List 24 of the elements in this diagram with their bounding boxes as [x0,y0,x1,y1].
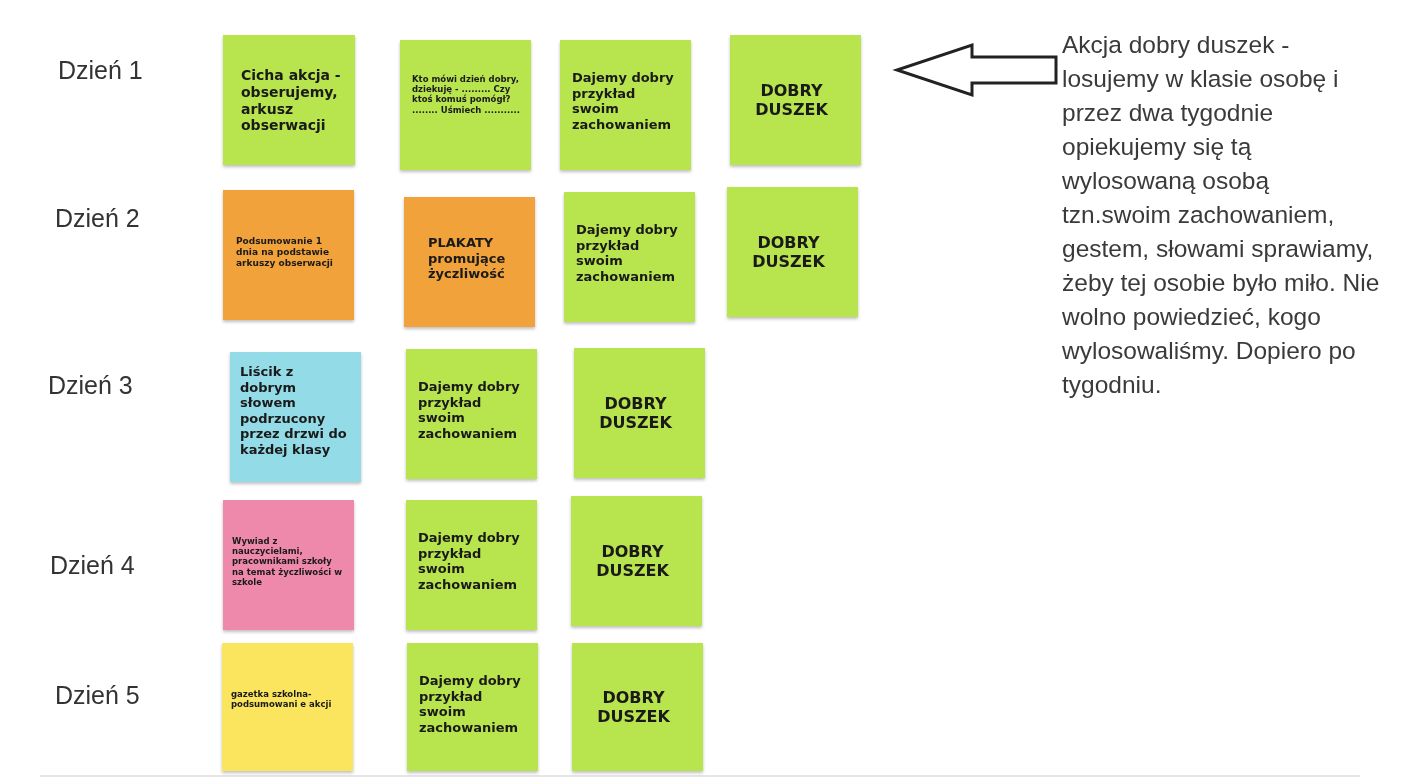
sticky-note: Dajemy dobry przykład swoim zachowaniem [407,643,538,771]
sticky-note: Dajemy dobry przykład swoim zachowaniem [564,192,695,322]
day-label: Dzień 4 [50,550,135,581]
note-text: Akcja dobry duszek - losujemy w klasie osobę i przez dwa tygodnie opiekujemy się tą wylosowaną osobą tzn.swoim zachowaniem, gestem, słowami sprawiamy, żeby tej osobie było miło. Nie wolno powiedzieć, kogo wylosowaliśmy. Dopiero po tygodniu. [1062,28,1382,402]
sticky-note: Wywiad z nauczycielami, pracownikami szkoły na temat życzliwości w szkole [223,500,354,630]
day-label: Dzień 5 [55,680,140,711]
day-label: Dzień 3 [48,370,133,401]
sticky-note: Podsumowanie 1 dnia na podstawie arkuszy obserwacji [223,190,354,320]
sticky-note: Dajemy dobry przykład swoim zachowaniem [560,40,691,170]
sticky-note: gazetka szkolna-podsumowani e akcji [222,643,353,771]
day-label: Dzień 2 [55,203,140,234]
sticky-note: DOBRY DUSZEK [574,348,705,478]
sticky-note: DOBRY DUSZEK [730,35,861,165]
sticky-note: DOBRY DUSZEK [727,187,858,317]
sticky-note: Kto mówi dzień dobry, dziekuję - ......... Czy ktoś komuś pomógł? ........ Uśmiech ........... [400,40,531,170]
sticky-note: Cicha akcja - obserujemy, arkusz obserwacji [223,35,355,165]
sticky-note: Liścik z dobrym słowem podrzucony przez drzwi do każdej klasy [230,352,361,482]
sticky-note: Dajemy dobry przykład swoim zachowaniem [406,500,537,630]
sticky-note: Dajemy dobry przykład swoim zachowaniem [406,349,537,479]
sticky-note: DOBRY DUSZEK [572,643,703,771]
day-label: Dzień 1 [58,55,143,86]
sticky-note: PLAKATY promujące życzliwość [404,197,535,327]
sticky-note: DOBRY DUSZEK [571,496,702,626]
block-arrow [892,42,1058,98]
